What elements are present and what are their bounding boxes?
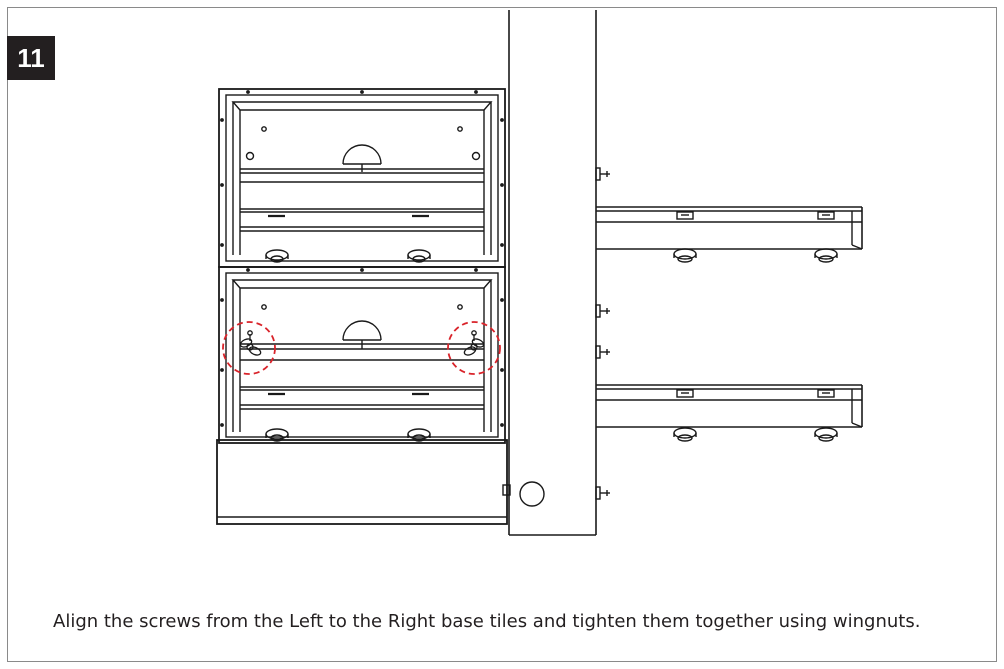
upper-rail [596,206,863,263]
right-wingnut-highlight-circle [447,321,501,375]
foot-icon [407,249,431,263]
instruction-text: Align the screws from the Left to the Ri… [53,611,921,632]
left-base-tile [216,88,511,525]
upper-module [218,88,506,268]
lower-module [218,266,506,444]
left-wingnut-highlight-circle [222,321,276,375]
foot-icon [265,249,289,263]
screw-icon [595,345,610,359]
instruction-frame [7,7,997,662]
screw-icon [595,167,610,181]
foot-icon [407,428,431,442]
screw-icon [595,486,610,500]
step-number-badge: 11 [7,36,55,80]
screw-icon [595,304,610,318]
wingnut-icon [239,330,262,356]
lower-rail [596,384,863,442]
right-base-tile [508,10,863,536]
wingnut-icon [463,330,485,356]
foot-icon [265,428,289,442]
